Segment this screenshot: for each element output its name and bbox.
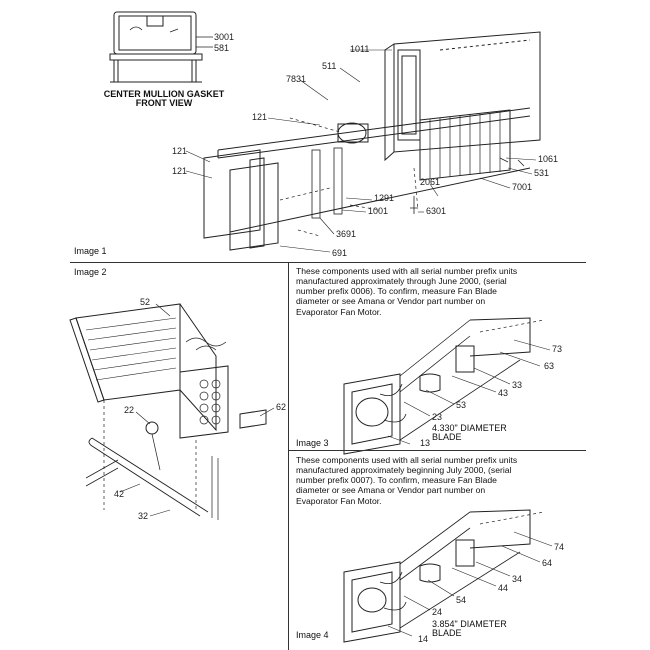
- front-view-caption: CENTER MULLION GASKET FRONT VIEW: [96, 89, 232, 109]
- callout-531: 531: [534, 168, 550, 178]
- front-view-caption-line2: FRONT VIEW: [135, 98, 193, 109]
- callout-23: 23: [432, 412, 443, 422]
- callout-74: 74: [554, 542, 565, 552]
- image1-title: Image 1: [74, 246, 107, 256]
- callout-52: 52: [140, 297, 151, 307]
- divider-image2-image3: [288, 262, 289, 650]
- callout-1001: 1001: [368, 206, 389, 216]
- image4-title: Image 4: [296, 630, 329, 640]
- callout-14: 14: [418, 634, 429, 644]
- image4-note-line3: number prefix 0007). To confirm, measure…: [296, 475, 497, 486]
- image4-blade-label: 3.854" DIAMETER BLADE: [432, 619, 507, 639]
- image4-note-line1: These components used with all serial nu…: [296, 455, 518, 465]
- image4-note: These components used with all serial nu…: [296, 455, 558, 506]
- callout-42: 42: [114, 489, 125, 499]
- callout-62: 62: [276, 402, 287, 412]
- callout-33: 33: [512, 380, 523, 390]
- image2-title: Image 2: [74, 267, 107, 277]
- image3-note: These components used with all serial nu…: [296, 266, 558, 317]
- callout-6301: 6301: [426, 206, 447, 216]
- image3-note-line4: diameter or see Amana or Vendor part num…: [296, 296, 486, 307]
- divider-image3-bottom: [288, 450, 586, 451]
- image4-note-line5: Evaporator Fan Motor.: [296, 495, 382, 506]
- image3-blade-line1: 4.330" DIAMETER: [432, 423, 507, 433]
- callout-22: 22: [124, 405, 135, 415]
- image3-note-line5: Evaporator Fan Motor.: [296, 306, 382, 317]
- callout-44: 44: [498, 583, 509, 593]
- image3-note-line2: manufactured approximately through June …: [296, 276, 507, 287]
- evaporator-coil: [69, 303, 275, 520]
- callout-511: 511: [322, 61, 337, 71]
- callout-1061: 1061: [538, 154, 559, 164]
- image3-note-line3: number prefix 0006). To confirm, measure…: [296, 286, 497, 297]
- callout-34: 34: [512, 574, 523, 584]
- callout-63: 63: [544, 361, 555, 371]
- callout-2061: 2061: [420, 177, 441, 187]
- callout-64: 64: [542, 558, 553, 568]
- image3-note-line1: These components used with all serial nu…: [296, 266, 518, 276]
- callout-32: 32: [138, 511, 149, 521]
- callout-3691: 3691: [336, 229, 357, 239]
- callout-1291: 1291: [374, 193, 395, 203]
- callout-121-a: 121: [252, 112, 268, 122]
- callout-7001: 7001: [512, 182, 533, 192]
- callout-3001: 3001: [214, 32, 235, 42]
- callout-73: 73: [552, 344, 563, 354]
- callout-121-c: 121: [172, 166, 188, 176]
- divider-image1-bottom: [70, 262, 586, 263]
- callout-43: 43: [498, 388, 509, 398]
- image3-blade-line2: BLADE: [432, 432, 462, 443]
- callout-121-b: 121: [172, 146, 188, 156]
- image4-note-line2: manufactured approximately beginning Jul…: [296, 465, 512, 476]
- callout-581: 581: [214, 43, 230, 53]
- callout-24: 24: [432, 607, 443, 617]
- callout-53: 53: [456, 400, 467, 410]
- fan-assembly-image4: [343, 509, 553, 643]
- mullion-front-view: [109, 11, 213, 83]
- image3-blade-label: 4.330" DIAMETER BLADE: [432, 423, 507, 443]
- callout-691: 691: [332, 248, 348, 258]
- fan-assembly-image3: [343, 317, 551, 455]
- callout-7831: 7831: [286, 74, 307, 84]
- evaporator-assembly: [185, 31, 541, 253]
- image4-note-line4: diameter or see Amana or Vendor part num…: [296, 485, 486, 496]
- callout-54: 54: [456, 595, 467, 605]
- image3-title: Image 3: [296, 438, 329, 448]
- front-view-caption-line1: CENTER MULLION GASKET: [103, 89, 225, 99]
- callout-13: 13: [420, 438, 431, 448]
- image4-blade-line2: BLADE: [432, 628, 462, 639]
- callout-1011: 1011: [350, 44, 370, 54]
- image4-blade-line1: 3.854" DIAMETER: [432, 619, 507, 629]
